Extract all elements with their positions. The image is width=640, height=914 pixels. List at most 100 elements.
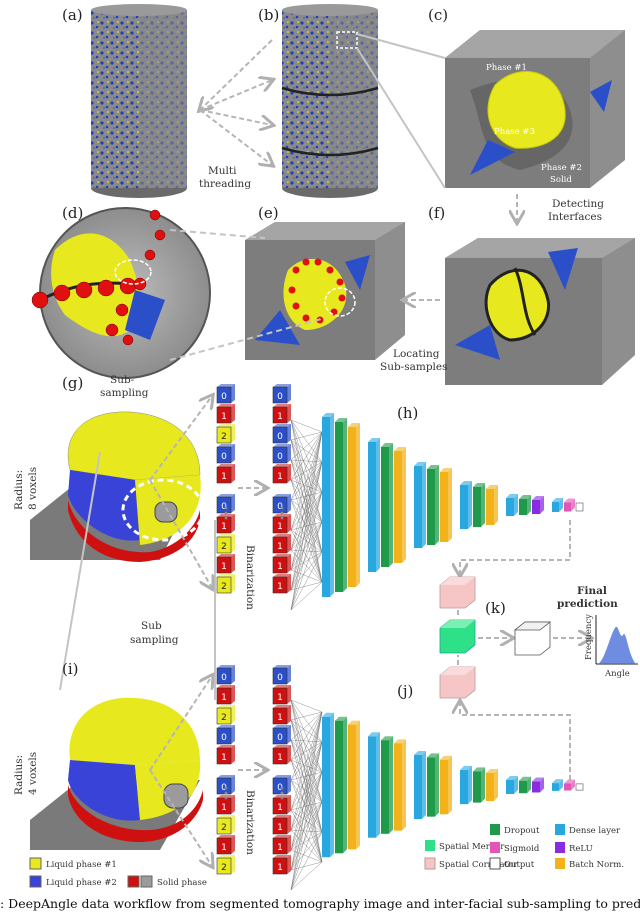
i-ternary-value: 1 [221,693,227,703]
voxels4-label: 4 voxels [27,752,39,795]
i-ternary-cell [216,707,232,725]
locating-label: Locating [393,348,440,360]
g-ternary2-cell [216,536,232,554]
output-cube [513,621,552,656]
phase3-label: Phase #3 [494,127,535,137]
legend-liquid1: Liquid phase #1 [46,860,117,870]
network-layer [394,743,402,831]
i-binary2-value: 1 [277,823,283,833]
network-layer [506,498,514,516]
g-ternary2-cell [216,576,232,594]
network-layer [460,485,468,529]
panel-label-e: (e) [258,204,279,222]
panel-label-b: (b) [258,6,279,24]
network-layer [335,422,343,592]
voxels8-label: 8 voxels [27,467,39,510]
network-layer [394,451,402,563]
i-binary2-value: 1 [277,803,283,813]
histogram-plot [595,615,638,665]
g-binary-value: 1 [277,412,283,422]
correlator-cube-top [439,576,476,609]
panel-label-i: (i) [62,660,79,678]
legend-liquid2: Liquid phase #2 [46,878,117,888]
correlator-cube-bottom [439,666,476,699]
i-binary-value: 1 [277,713,283,723]
g-binary-cell [272,426,288,444]
g-binary-cell [272,466,288,484]
g-binary-cell [272,386,288,404]
network-layer [368,736,376,838]
cube-f [445,238,635,385]
binarization-g-label: Binarization [244,545,256,610]
legend-output: Output [504,860,535,870]
panel-label-k: (k) [485,599,506,617]
g-binary2-cell [272,516,288,534]
i-binary2-cell [272,837,288,855]
zoom-line-c-bottom [356,47,446,189]
i-ternary2-cell [216,837,232,855]
network-layer [460,769,468,805]
i-binary-value: 1 [277,753,283,763]
g-binary2-value: 1 [277,582,283,592]
i-ternary-cell [216,667,232,685]
network-j [224,699,587,891]
network-layer [564,783,571,791]
g-sub-label: Sub- [110,374,135,386]
final-label: Final [577,585,607,597]
network-h [224,413,587,611]
i-binary-value: 1 [277,693,283,703]
legend-dense: Dense layer [569,826,621,836]
panel-label-c: (c) [428,6,448,24]
g-ternary2-value: 1 [221,562,227,572]
network-layer [414,755,422,819]
g-binary2-value: 1 [277,522,283,532]
i-binary-cell [272,747,288,765]
g-ternary-value: 0 [221,452,227,462]
g-binary-value: 1 [277,472,283,482]
subsample-arrow [149,769,212,866]
i-binary2-cell [272,857,288,875]
g-binary2-cell [272,496,288,514]
network-layer [519,780,527,794]
zoom-line-d-bottom [169,317,326,361]
network-layer [552,502,559,512]
i-ternary-cell [216,727,232,745]
g-ternary-cell [216,466,232,484]
network-layer [486,772,494,802]
g-ternary-value: 2 [221,432,227,442]
network-layer [427,757,435,817]
network-layer [575,783,584,791]
network-layer [322,417,330,597]
g-ternary-cell [216,426,232,444]
i-binary-cell [272,727,288,745]
panel-label-f: (f) [428,204,445,222]
binarization-i-label: Binarization [244,790,256,855]
network-layer [414,466,422,548]
network-layer [575,502,584,512]
g-ternary2-value: 2 [221,582,227,592]
subsample-arrow [149,676,212,771]
network-layer [427,469,435,545]
g-ternary-value: 0 [221,392,227,402]
g-ternary2-cell [216,556,232,574]
i-ternary-value: 2 [221,713,227,723]
network-layer [348,724,356,850]
frequency-label: Frequency [584,614,594,660]
network-layer [381,447,389,567]
g-ternary-value: 1 [221,472,227,482]
phase2-label: Phase #2 [541,163,582,173]
legend-relu: ReLU [569,844,593,854]
i-ternary2-cell [216,797,232,815]
i-binary-cell [272,667,288,685]
g-binary2-cell [272,576,288,594]
legend-solidphase: Solid phase [157,878,207,888]
g-binary2-value: 0 [277,502,283,512]
legend-sigmoid: Sigmoid [504,844,540,854]
i-ternary-value: 1 [221,753,227,763]
i-binary2-cell [272,777,288,795]
i-ternary-value: 0 [221,733,227,743]
figure-caption: : DeepAngle data workflow from segmented… [0,896,640,911]
interfaces-label: Interfaces [548,211,602,223]
i-binary-value: 0 [277,733,283,743]
